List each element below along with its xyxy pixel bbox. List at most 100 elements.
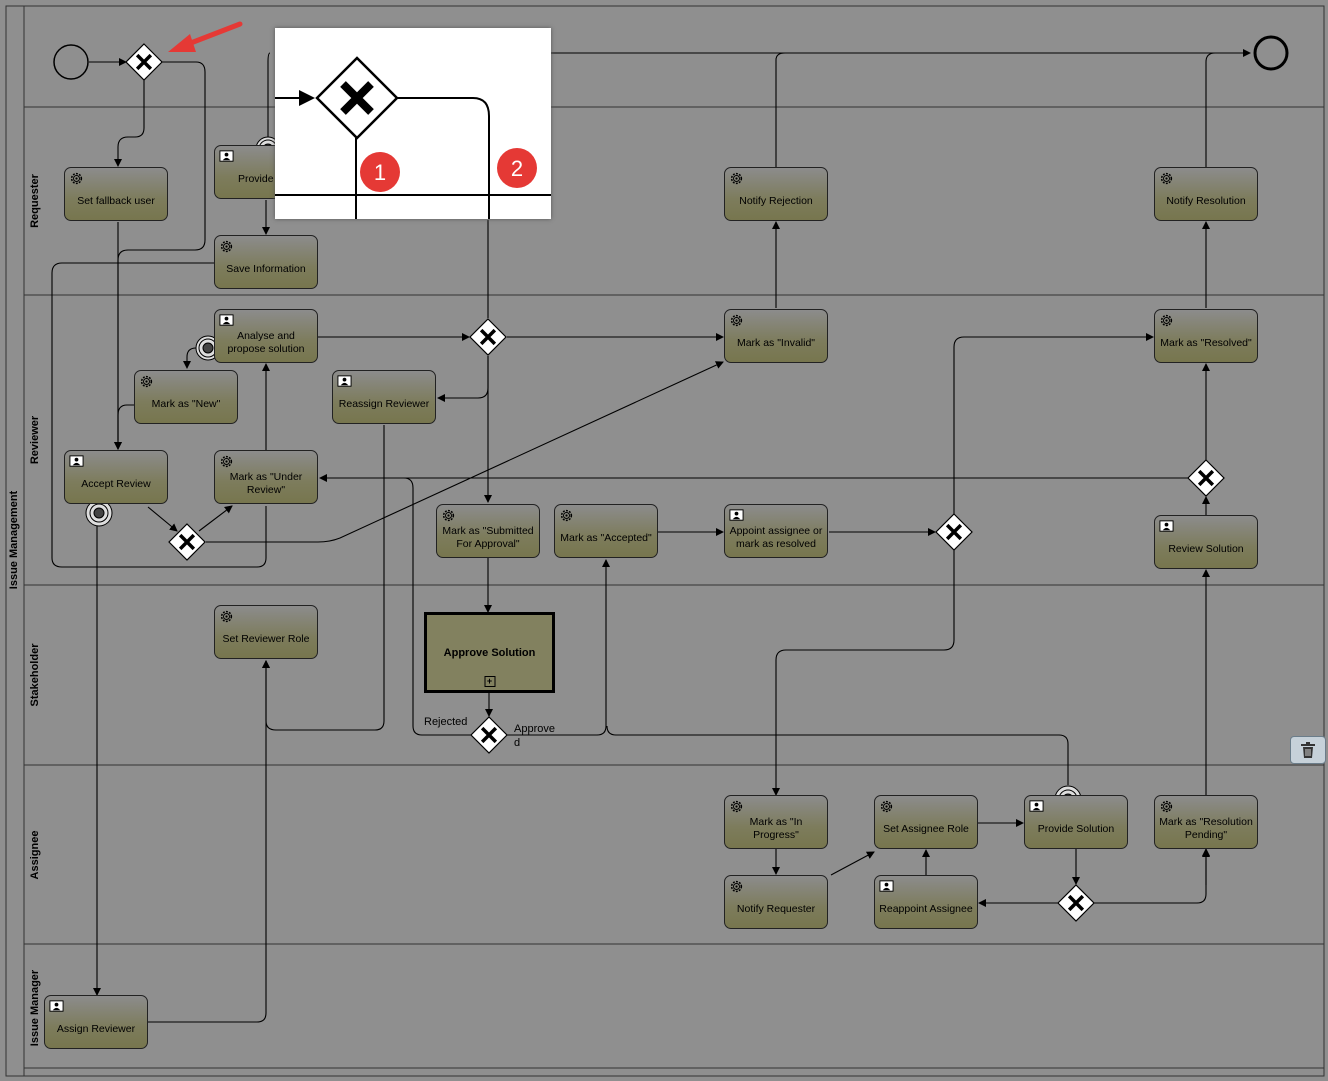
lane-label-requester: Requester	[29, 174, 41, 228]
task-label: Notify Requester	[736, 902, 816, 915]
flow[interactable]	[117, 61, 206, 440]
gateway-start[interactable]	[125, 43, 163, 81]
gear-icon	[1159, 799, 1174, 814]
flow[interactable]	[51, 262, 267, 568]
task-notify-resolution[interactable]: Notify Resolution	[1154, 167, 1258, 221]
task-reappoint-assignee[interactable]: Reappoint Assignee	[874, 875, 978, 929]
task-set-reviewer-role[interactable]: Set Reviewer Role	[214, 605, 318, 659]
gateway-review-decision[interactable]	[469, 318, 507, 356]
task-label: Review Solution	[1168, 542, 1244, 555]
task-assign-reviewer[interactable]: Assign Reviewer	[44, 995, 148, 1049]
lane-label-reviewer: Reviewer	[29, 415, 41, 465]
task-analyse-propose-solution[interactable]: Analyse and propose solution	[214, 309, 318, 363]
boundary-event[interactable]	[85, 499, 113, 527]
flow[interactable]	[148, 660, 270, 1023]
task-label: Set Assignee Role	[883, 822, 969, 835]
lane-label-stakeholder: Stakeholder	[29, 643, 41, 707]
task-notify-requester[interactable]: Notify Requester	[724, 875, 828, 929]
delete-button[interactable]	[1290, 736, 1326, 764]
task-set-assignee-role[interactable]: Set Assignee Role	[874, 795, 978, 849]
gear-icon	[1159, 313, 1174, 328]
flow[interactable]	[403, 477, 471, 736]
end-event[interactable]	[1253, 35, 1289, 71]
gear-icon	[559, 508, 574, 523]
task-label: Accept Review	[81, 477, 151, 490]
flow[interactable]	[606, 725, 1069, 785]
gateway-review-solution[interactable]	[1187, 459, 1225, 497]
gateway-resolution[interactable]	[935, 513, 973, 551]
task-reassign-reviewer[interactable]: Reassign Reviewer	[332, 370, 436, 424]
task-review-solution[interactable]: Review Solution	[1154, 515, 1258, 569]
trash-icon	[1301, 742, 1315, 758]
gear-icon	[219, 454, 234, 469]
task-mark-invalid[interactable]: Mark as "Invalid"	[724, 309, 828, 363]
flow[interactable]	[147, 506, 178, 532]
task-mark-accepted[interactable]: Mark as "Accepted"	[554, 504, 658, 558]
exclusive-x-icon	[480, 726, 498, 744]
task-label: Assign Reviewer	[56, 1022, 136, 1035]
task-set-fallback-user[interactable]: Set fallback user	[64, 167, 168, 221]
gateway-provide-solution[interactable]	[1057, 884, 1095, 922]
gateway-accept-review[interactable]	[168, 523, 206, 561]
user-icon	[1029, 799, 1044, 814]
flow[interactable]	[1094, 849, 1210, 904]
task-label: Mark as "Invalid"	[736, 336, 816, 349]
flow[interactable]	[114, 80, 145, 167]
start-event[interactable]	[53, 44, 89, 80]
task-label: Mark as "In Progress"	[749, 816, 803, 841]
task-mark-resolved[interactable]: Mark as "Resolved"	[1154, 309, 1258, 363]
flow[interactable]	[775, 52, 786, 167]
task-label: Reappoint Assignee	[879, 902, 973, 915]
flow[interactable]	[114, 404, 134, 450]
gateway-label-approved-wrap: d	[514, 737, 521, 749]
task-label: Mark as "Resolution Pending"	[1159, 816, 1253, 841]
task-label: Appoint assignee or mark as resolved	[729, 525, 823, 550]
task-mark-new[interactable]: Mark as "New"	[134, 370, 238, 424]
callout-1-label: 1	[374, 160, 386, 185]
task-label: Notify Rejection	[739, 194, 813, 207]
gear-icon	[139, 374, 154, 389]
exclusive-x-icon	[945, 523, 963, 541]
flow[interactable]	[267, 52, 271, 145]
gateway-label-rejected: Rejected	[424, 716, 468, 728]
expand-marker[interactable]: +	[484, 676, 495, 687]
gateway-label-approved: Approve	[514, 723, 555, 735]
task-mark-resolution-pending[interactable]: Mark as "Resolution Pending"	[1154, 795, 1258, 849]
gateway-approve-solution[interactable]	[470, 716, 508, 754]
flow[interactable]	[953, 333, 1154, 514]
gear-icon	[729, 313, 744, 328]
user-icon	[219, 313, 234, 328]
task-mark-submitted[interactable]: Mark as "Submitted For Approval"	[436, 504, 540, 558]
flow[interactable]	[206, 361, 724, 543]
task-label: Analyse and propose solution	[227, 330, 305, 355]
user-icon	[1159, 519, 1174, 534]
flow[interactable]	[1205, 52, 1216, 167]
lane-label-issue-manager: Issue Manager	[29, 969, 41, 1047]
user-icon	[337, 374, 352, 389]
task-provide-solution[interactable]: Provide Solution	[1024, 795, 1128, 849]
task-mark-under-review[interactable]: Mark as "Under Review"	[214, 450, 318, 504]
zoom-inset-drawing: 1 2	[275, 56, 551, 219]
flow[interactable]	[830, 851, 875, 876]
task-label: Mark as "Under Review"	[229, 471, 303, 496]
task-label: Notify Resolution	[1166, 194, 1246, 207]
exclusive-x-icon	[135, 53, 153, 71]
zoom-inset: 1 2	[275, 28, 551, 219]
flow[interactable]	[198, 505, 233, 532]
task-label: Mark as "New"	[151, 397, 221, 410]
task-mark-in-progress[interactable]: Mark as "In Progress"	[724, 795, 828, 849]
task-notify-rejection[interactable]: Notify Rejection	[724, 167, 828, 221]
gear-icon	[729, 799, 744, 814]
flow[interactable]	[772, 550, 955, 796]
subprocess-approve-solution[interactable]: Approve Solution +	[424, 612, 555, 693]
task-label: Save Information	[226, 262, 306, 275]
gear-icon	[219, 609, 234, 624]
task-save-information[interactable]: Save Information	[214, 235, 318, 289]
task-label: Mark as "Submitted For Approval"	[442, 525, 534, 550]
task-label: Reassign Reviewer	[338, 397, 430, 410]
flow[interactable]	[507, 559, 610, 736]
task-appoint-assignee[interactable]: Appoint assignee or mark as resolved	[724, 504, 828, 558]
task-accept-review[interactable]: Accept Review	[64, 450, 168, 504]
pool-label: Issue Management	[8, 490, 20, 590]
task-label: Mark as "Resolved"	[1160, 336, 1252, 349]
